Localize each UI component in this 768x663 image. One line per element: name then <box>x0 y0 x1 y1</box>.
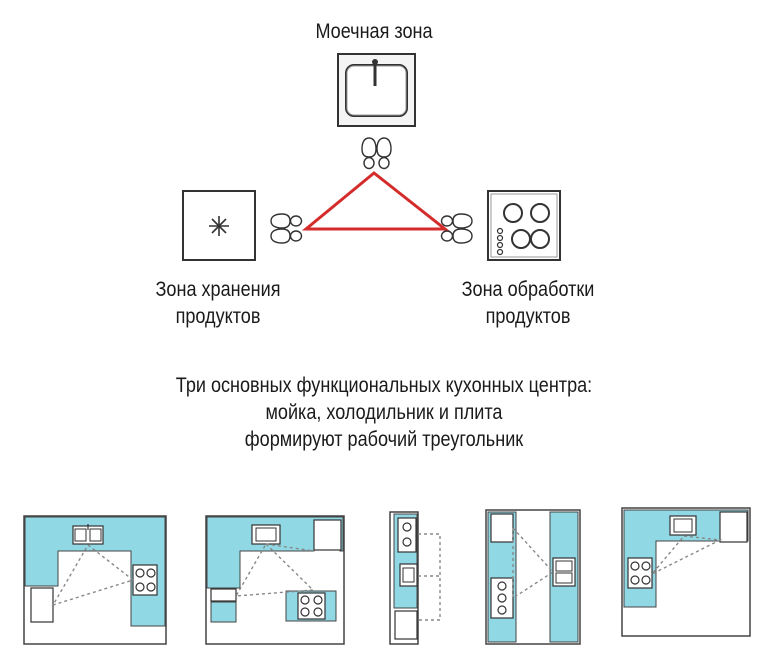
processing-zone-label: Зона обработки продуктов <box>442 276 614 330</box>
work-triangle <box>301 171 450 231</box>
caption-line1: Три основных функциональных кухонных цен… <box>175 374 593 397</box>
stove-icon <box>487 190 561 261</box>
processing-zone-label-line1: Зона обработки <box>461 278 595 301</box>
caption: Три основных функциональных кухонных цен… <box>126 372 642 453</box>
layout-l-shape <box>621 507 751 637</box>
layout-single-wall <box>389 511 441 645</box>
footprints-icon <box>270 213 303 244</box>
footprints-icon <box>361 137 392 170</box>
layout-u-shape <box>23 515 167 645</box>
sink-icon <box>337 53 416 127</box>
caption-line3: формируют рабочий треугольник <box>244 428 524 451</box>
washing-zone-label: Моечная зона <box>315 20 433 43</box>
refrigerator-icon <box>182 190 256 261</box>
storage-zone-label-line1: Зона хранения <box>155 278 281 301</box>
layout-galley <box>485 509 581 645</box>
processing-zone-label-line2: продуктов <box>485 305 571 328</box>
layout-l-island <box>205 515 345 645</box>
storage-zone-label: Зона хранения продуктов <box>132 276 304 330</box>
storage-zone-label-line2: продуктов <box>175 305 261 328</box>
caption-line2: мойка, холодильник и плита <box>265 401 503 424</box>
